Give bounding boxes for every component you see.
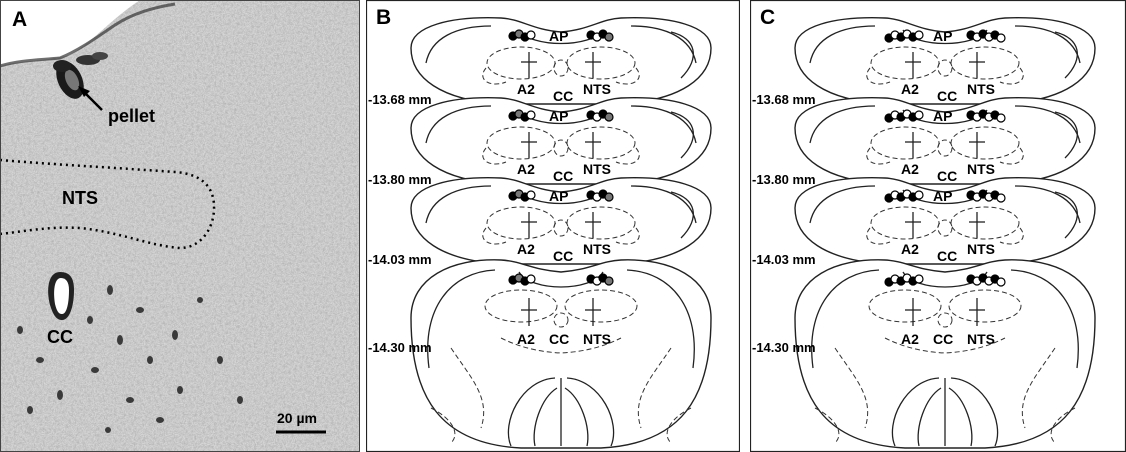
injection-site-dot <box>527 111 535 119</box>
injection-site-dot <box>605 277 613 285</box>
cc-label: CC <box>549 331 569 347</box>
injection-site-dot <box>915 275 923 283</box>
a2-label: A2 <box>517 331 535 347</box>
level-label: -13.80 mm <box>752 172 816 187</box>
level-label: -13.68 mm <box>752 92 816 107</box>
nts-label: NTS <box>583 241 611 257</box>
panel-label-a: A <box>12 8 27 31</box>
cc-label: CC <box>937 248 957 264</box>
level-label: -14.30 mm <box>368 340 432 355</box>
a2-label: A2 <box>517 161 535 177</box>
injection-site-dot <box>605 33 613 41</box>
level-label: -13.68 mm <box>368 92 432 107</box>
level-label: -14.03 mm <box>368 252 432 267</box>
a2-label: A2 <box>901 331 919 347</box>
injection-site-dot <box>915 191 923 199</box>
panel-label-c: C <box>760 6 775 29</box>
injection-site-dot <box>915 31 923 39</box>
injection-site-dot <box>527 191 535 199</box>
level-label: -14.30 mm <box>752 340 816 355</box>
nts-label: NTS <box>967 241 995 257</box>
panel-a-micrograph: A pellet NTS CC 20 µm <box>0 0 360 452</box>
nts-label: NTS <box>583 81 611 97</box>
nts-label: NTS <box>583 331 611 347</box>
nts-label-a: NTS <box>62 188 98 208</box>
cc-label: CC <box>553 168 573 184</box>
cc-label-a: CC <box>47 327 73 347</box>
injection-site-dot <box>527 31 535 39</box>
injection-site-dot <box>605 113 613 121</box>
pellet-label: pellet <box>108 106 155 126</box>
ap-label: AP <box>933 108 952 124</box>
nts-label: NTS <box>967 331 995 347</box>
scale-bar-label: 20 µm <box>277 410 317 426</box>
ap-label: AP <box>933 28 952 44</box>
level-label: -13.80 mm <box>368 172 432 187</box>
nts-label: NTS <box>967 161 995 177</box>
injection-site-dot <box>997 114 1005 122</box>
ap-label: AP <box>549 108 568 124</box>
ap-label: AP <box>933 188 952 204</box>
cc-label: CC <box>553 88 573 104</box>
a2-label: A2 <box>901 81 919 97</box>
a2-label: A2 <box>901 241 919 257</box>
cc-label: CC <box>937 88 957 104</box>
injection-site-dot <box>997 278 1005 286</box>
level-label: -14.03 mm <box>752 252 816 267</box>
ap-label: AP <box>549 28 568 44</box>
nts-label: NTS <box>583 161 611 177</box>
cc-label: CC <box>937 168 957 184</box>
injection-site-dot <box>915 111 923 119</box>
a2-label: A2 <box>517 241 535 257</box>
ap-label: AP <box>549 188 568 204</box>
nts-label: NTS <box>967 81 995 97</box>
panel-label-b: B <box>376 6 391 29</box>
injection-site-dot <box>997 194 1005 202</box>
a2-label: A2 <box>901 161 919 177</box>
cc-label: CC <box>933 331 953 347</box>
injection-site-dot <box>605 193 613 201</box>
cc-label: CC <box>553 248 573 264</box>
micrograph-image: A pellet NTS CC 20 µm <box>0 0 360 452</box>
injection-site-dot <box>527 275 535 283</box>
injection-site-dot <box>997 34 1005 42</box>
a2-label: A2 <box>517 81 535 97</box>
